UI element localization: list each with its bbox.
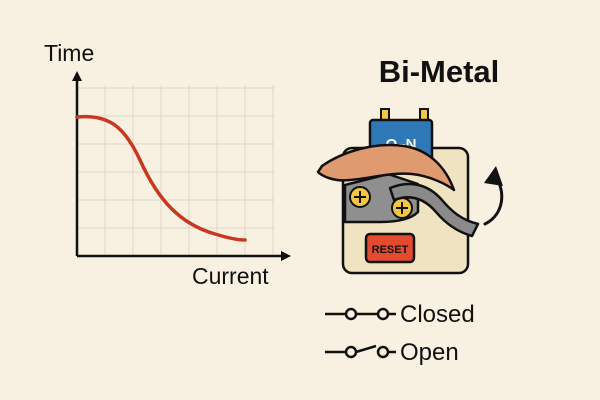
trip-curve (75, 114, 247, 242)
reset-button[interactable]: RESET (364, 232, 416, 264)
screw-right (391, 197, 413, 219)
switch-open-icon (325, 344, 396, 359)
legend-item-open: Open (325, 339, 459, 366)
legend: Closed Open (325, 301, 475, 366)
bimetal-device: O–N RESET (316, 108, 504, 275)
x-axis-label: Current (192, 263, 269, 289)
device-title: Bi-Metal (379, 54, 500, 89)
bimetal-strip-top (316, 143, 456, 192)
y-axis-label: Time (44, 40, 94, 66)
curved-arrow-up-icon (483, 166, 504, 226)
switch-closed-icon (325, 307, 396, 321)
screw-left (349, 186, 371, 208)
bimetal-strip-bottom (388, 182, 480, 238)
legend-item-closed: Closed (325, 301, 475, 328)
time-current-graph: Time Current (44, 40, 291, 289)
reset-button-label: RESET (372, 244, 409, 256)
legend-label-closed: Closed (400, 301, 475, 328)
graph-grid (77, 85, 275, 255)
legend-label-open: Open (400, 339, 459, 366)
